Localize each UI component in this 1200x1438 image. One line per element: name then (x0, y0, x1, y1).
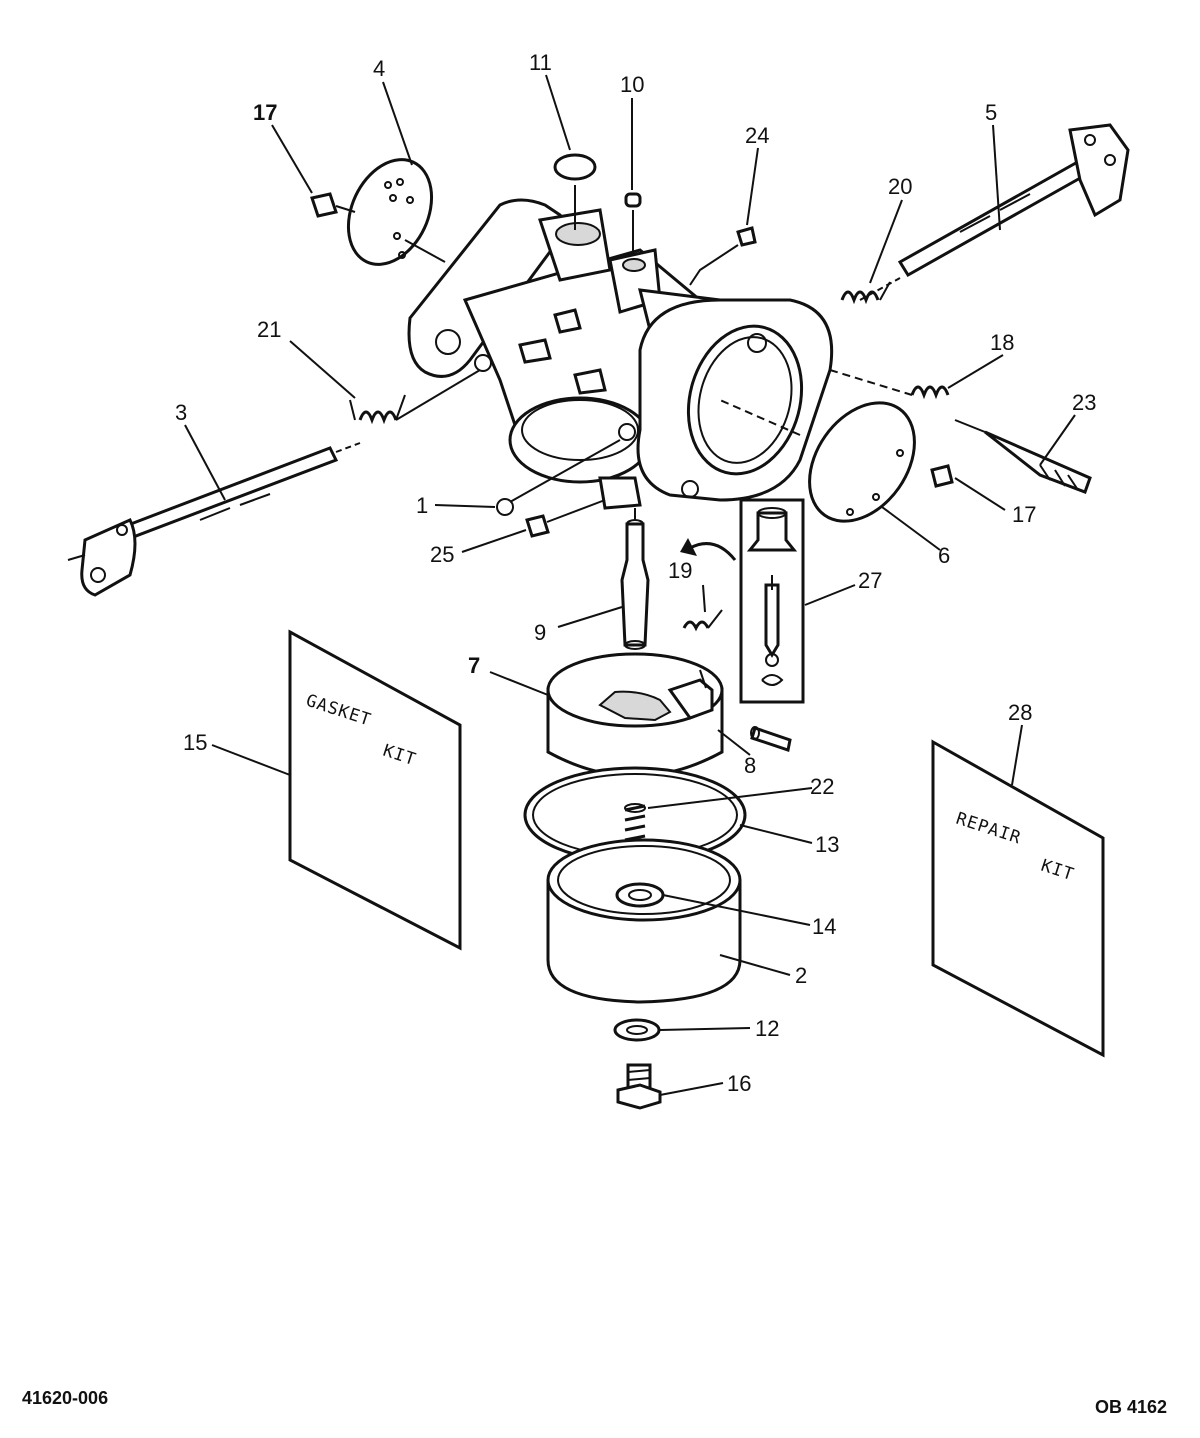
callout-19: 19 (668, 558, 692, 583)
callout-13: 13 (815, 832, 839, 857)
part-12-washer (613, 1018, 661, 1042)
part-23-needle-screw (954, 419, 1092, 494)
carburetor-body (407, 198, 834, 510)
callout-7: 7 (468, 653, 480, 678)
callout-2: 2 (795, 963, 807, 988)
part-15-gasket-kit: GASKET KIT (288, 629, 462, 951)
part-7-float (546, 652, 724, 778)
callout-6: 6 (938, 543, 950, 568)
callout-4: 4 (373, 56, 385, 81)
callout-10: 10 (620, 72, 644, 97)
callout-16: 16 (727, 1071, 751, 1096)
callout-11: 11 (529, 50, 552, 75)
callout-21: 21 (257, 317, 281, 342)
part-28-repair-kit: REPAIR KIT (931, 739, 1105, 1058)
part-1-clip (496, 439, 621, 516)
callout-18: 18 (990, 330, 1014, 355)
part-27-inlet-needle-seat (680, 498, 805, 704)
callout-14: 14 (812, 914, 836, 939)
part-16-drain-plug (616, 1063, 662, 1110)
callout-24: 24 (745, 123, 769, 148)
part-10-plug (624, 192, 642, 255)
callout-1: 1 (416, 493, 428, 518)
callout-20: 20 (888, 174, 912, 199)
part-25-screw (525, 499, 606, 538)
part-24-screw (689, 226, 757, 286)
part-14-washer (615, 882, 665, 908)
callout-12: 12 (755, 1016, 779, 1041)
callout-17-right: 17 (1012, 502, 1036, 527)
callout-5: 5 (985, 100, 997, 125)
part-8-float-pin (750, 726, 792, 752)
part-6-choke-plate (719, 399, 916, 523)
part-21-spring (349, 369, 481, 425)
part-4-throttle-plate (346, 158, 446, 266)
part-2-float-bowl (546, 838, 742, 1004)
part-22-spring (624, 803, 646, 842)
callout-labels: 4 17 11 10 24 5 20 21 3 18 23 17 6 1 25 … (175, 50, 1096, 1096)
callout-23: 23 (1072, 390, 1096, 415)
leader-lines (184, 74, 1076, 1096)
part-11-welch-plug (553, 153, 597, 230)
callout-27: 27 (858, 568, 882, 593)
part-3-throttle-shaft (67, 442, 361, 597)
callout-8: 8 (744, 753, 756, 778)
callout-17-upper: 17 (253, 100, 277, 125)
part-17-screw-right (930, 464, 954, 488)
part-18-spring (829, 369, 950, 400)
callout-22: 22 (810, 774, 834, 799)
part-9-main-nozzle (620, 508, 650, 650)
part-20-spring (840, 281, 891, 305)
callout-28: 28 (1008, 700, 1032, 725)
callout-15: 15 (183, 730, 207, 755)
figure-code-right: OB 4162 (1095, 1397, 1167, 1417)
callout-3: 3 (175, 400, 187, 425)
figure-code-left: 41620-006 (22, 1388, 108, 1408)
part-19-spring (682, 609, 723, 632)
part-17-screw-upper (310, 192, 356, 218)
callout-9: 9 (534, 620, 546, 645)
callout-25: 25 (430, 542, 454, 567)
